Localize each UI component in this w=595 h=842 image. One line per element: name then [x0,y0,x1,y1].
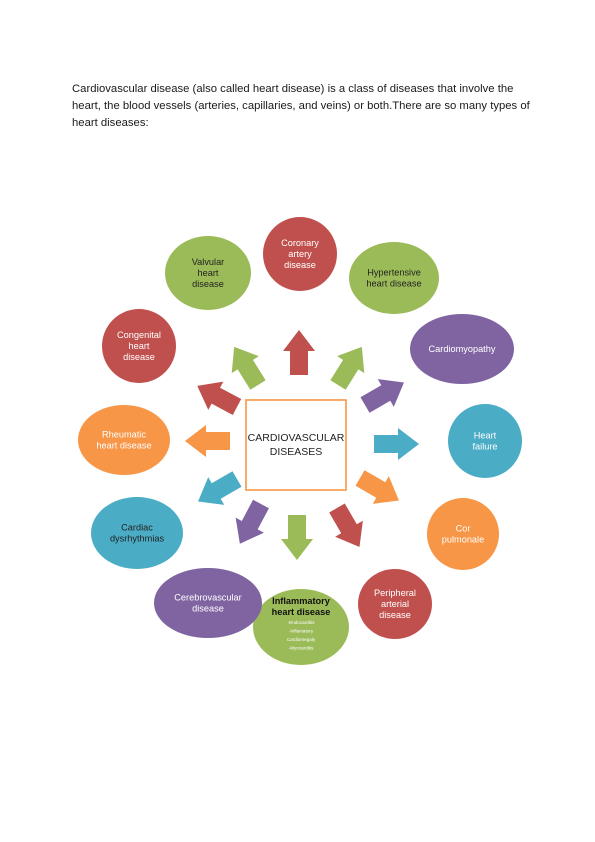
arrow-hypertensive [330,346,365,390]
node-peripheral-label: Peripheral [374,588,416,598]
arrow-rheumatic [185,425,230,457]
center-box: CARDIOVASCULAR DISEASES [245,399,347,491]
node-cor-pulmonale-label: Cor [456,524,471,534]
node-rheumatic-label: heart disease [96,441,151,451]
node-congenital-label: heart [129,341,150,351]
node-coronary-label: artery [288,249,312,259]
node-inflammatory-sublabel: -Endocarditis [288,620,316,625]
node-congenital-label: Congenital [117,330,161,340]
node-valvular-label: heart [198,268,219,278]
node-cardiac-dysrhythmias-label: dysrhythmias [110,534,165,544]
node-cor-pulmonale-label: pulmonale [442,535,484,545]
center-box-rect [245,399,347,491]
center-line-2: DISEASES [270,446,323,458]
arrow-peripheral [329,503,363,547]
arrow-cerebrovascular [235,499,269,544]
node-inflammatory-sublabel: -Myocarditis [289,646,314,651]
node-inflammatory-circle [253,589,349,665]
node-inflammatory-label: heart disease [272,607,331,617]
node-inflammatory-label: Inflammatory [272,596,331,606]
node-cor-pulmonale-circle [427,498,499,570]
node-cardiac-dysrhythmias-circle [91,497,183,569]
node-inflammatory-sublabel: Cardiomegaly [287,637,316,642]
node-coronary-circle [263,217,337,291]
node-inflammatory-sublabel: -Inflamatory [289,629,314,634]
node-cerebrovascular-circle [154,568,262,638]
node-heart-failure-label: failure [472,442,497,452]
arrow-inflammatory [281,515,313,560]
node-valvular-circle [165,236,251,310]
center-line-1: CARDIOVASCULAR [248,432,345,444]
arrow-heart-failure [374,428,419,460]
arrow-cardiac-dysrhythmias [198,471,242,505]
node-hypertensive-label: heart disease [366,279,421,289]
node-congenital-label: disease [123,352,155,362]
node-heart-failure-circle [448,404,522,478]
node-coronary-label: disease [284,260,316,270]
arrow-valvular [231,346,266,390]
node-heart-failure-label: Heart [474,431,497,441]
node-cardiomyopathy: Cardiomyopathy [410,314,514,384]
node-cardiomyopathy-circle [410,314,514,384]
node-rheumatic-circle [78,405,170,475]
arrow-congenital [197,381,242,415]
node-peripheral-label: disease [379,610,411,620]
node-cardiac-dysrhythmias-label: Cardiac [121,523,153,533]
arrow-cardiomyopathy [360,379,404,413]
node-congenital-circle [102,309,176,383]
node-cerebrovascular-label: Cerebrovascular [174,593,241,603]
node-valvular-label: disease [192,279,224,289]
node-cardiomyopathy-label: Cardiomyopathy [429,344,496,354]
intro-paragraph: Cardiovascular disease (also called hear… [72,83,530,130]
arrow-cor-pulmonale [355,470,399,504]
arrow-coronary [283,330,315,375]
arrows-layer [185,330,419,560]
node-hypertensive-circle [349,242,439,314]
node-peripheral-label: arterial [381,599,409,609]
node-valvular-label: Valvular [192,257,225,267]
node-coronary-label: Coronary [281,238,319,248]
node-cerebrovascular-label: disease [192,604,224,614]
node-peripheral-circle [358,569,432,639]
node-hypertensive-label: Hypertensive [367,268,421,278]
node-rheumatic-label: Rheumatic [102,430,146,440]
